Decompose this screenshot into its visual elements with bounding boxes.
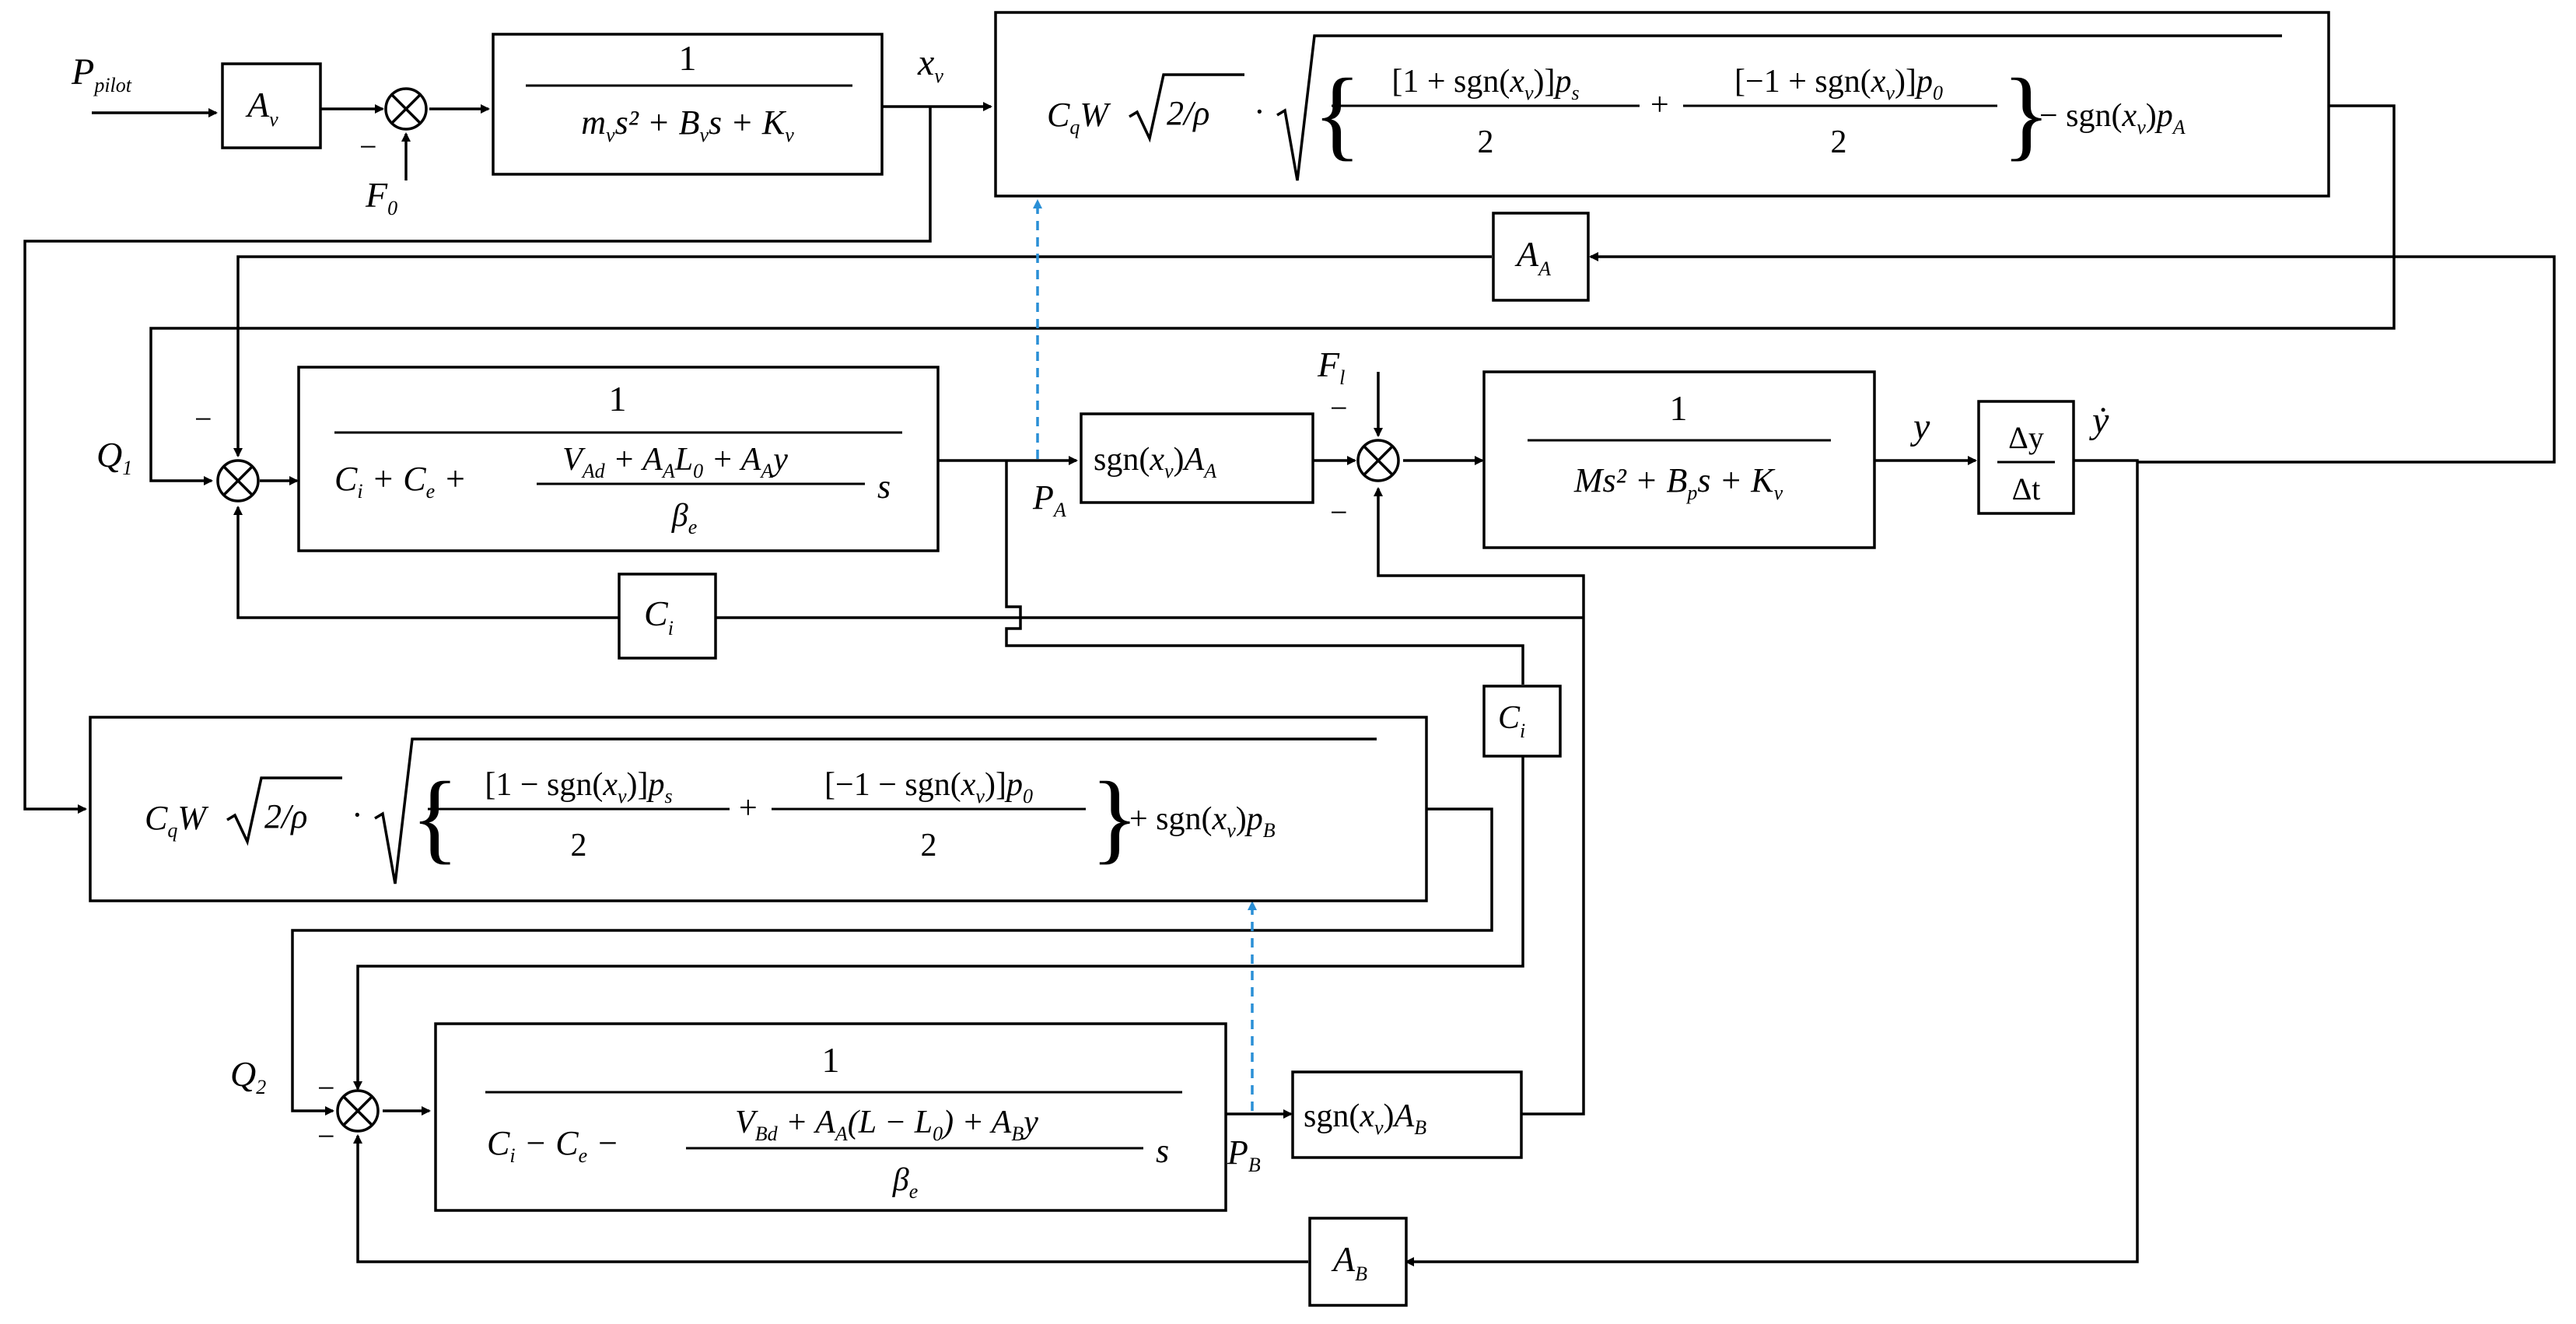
label-q1: Q1 [96, 435, 132, 479]
label-pb: PB [1227, 1133, 1261, 1176]
block-flow-a: CqW 2/ρ · { [1 + sgn(xv)]ps 2 + [−1 + sg… [994, 11, 2330, 198]
flow-a-lbrace: { [1313, 58, 1361, 170]
wire-forceb-to-sum3 [1374, 487, 1585, 1116]
flow-b-sqrt-arg: 2/ρ [264, 797, 307, 835]
sign-minus-sum2: − [194, 401, 212, 436]
chamber-a-s: s [877, 468, 891, 506]
dashed-links [1033, 199, 1257, 1111]
flow-b-num1: [1 − sgn(xv)]ps [485, 767, 672, 807]
flow-b-den2: 2 [921, 828, 937, 863]
label-xv: xv [917, 42, 943, 87]
label-y: y [1909, 406, 1930, 447]
flow-b-tail: + sgn(xv)pB [1129, 801, 1276, 842]
flow-b-lbrace: { [411, 762, 459, 874]
block-ci-top: Ci [618, 573, 717, 660]
wire-pa-to-ci-right [1005, 461, 1524, 685]
block-flow-b: CqW 2/ρ · { [1 − sgn(xv)]ps 2 + [−1 − sg… [89, 716, 1428, 902]
chamber-a-numerator: 1 [609, 379, 627, 419]
block-chamber-b: 1 Ci − Ce − VBd + AA(L − L0) + ABy βe s [434, 1022, 1227, 1212]
summing-junction-2 [216, 459, 260, 503]
flow-b-rbrace: } [1090, 762, 1139, 874]
sign-minus-sum4-bottom: − [317, 1119, 335, 1154]
block-valve-tf: 1 mvs² + Bvs + Kv [492, 33, 884, 176]
flow-a-num1: [1 + sgn(xv)]ps [1391, 64, 1579, 104]
sign-minus-forceb: − [1330, 495, 1348, 530]
svg-text:Av: Av [245, 85, 278, 131]
flow-a-rbrace: } [2002, 58, 2050, 170]
chamber-b-denominator-left: Ci − Ce − [487, 1124, 619, 1167]
block-aa: AA [1492, 212, 1590, 302]
block-diff: Δy Δt [1977, 400, 2075, 515]
wire-ci-top-to-sum2 [233, 506, 618, 619]
flow-b-den1: 2 [571, 828, 587, 863]
flow-a-den2: 2 [1831, 124, 1847, 160]
wire-xv-to-flowb [23, 107, 932, 814]
force-a-label: sgn(xv)AA [1094, 442, 1216, 482]
flow-a-dot: · [1254, 93, 1265, 131]
mech-tf-numerator: 1 [1670, 388, 1688, 428]
chamber-b-numerator: 1 [822, 1040, 840, 1080]
label-pa: PA [1032, 478, 1066, 521]
flow-a-num2: [−1 + sgn(xv)]p0 [1734, 64, 1943, 104]
summing-junction-1 [384, 87, 428, 131]
block-av: Av [221, 62, 322, 149]
valve-tf-numerator: 1 [679, 38, 697, 78]
mech-tf-denominator: Ms² + Bps + Kv [1573, 461, 1783, 504]
block-mech-tf: 1 Ms² + Bps + Kv [1482, 370, 1876, 549]
valve-tf-denominator: mvs² + Bvs + Kv [581, 103, 794, 146]
summing-junctions [216, 87, 1400, 1133]
wire-ydot-to-aa [1589, 252, 2556, 464]
summing-junction-3 [1356, 439, 1400, 482]
svg-text:AA: AA [1514, 234, 1551, 280]
block-chamber-a: 1 Ci + Ce + VAd + AAL0 + AAy βe s [297, 366, 940, 552]
label-q2: Q2 [230, 1054, 266, 1098]
block-force-a: sgn(xv)AA [1080, 412, 1314, 504]
wire-ab-to-sum4 [353, 1134, 1308, 1263]
svg-text:Ci: Ci [1498, 700, 1525, 742]
sign-minus-fl: − [1330, 391, 1348, 426]
diff-numerator: Δy [2008, 420, 2044, 455]
label-ydot: ẏ [2089, 400, 2109, 441]
diff-denominator: Δt [2012, 471, 2041, 506]
wire-q1-to-sum2 [149, 104, 2396, 485]
flow-a-den1: 2 [1478, 124, 1494, 160]
flow-b-num2: [−1 − sgn(xv)]p0 [824, 767, 1033, 807]
chamber-a-denominator-left: Ci + Ce + [334, 460, 467, 503]
block-ci-right: Ci [1482, 685, 1562, 758]
flow-a-sqrt-arg: 2/ρ [1167, 94, 1209, 132]
sign-minus-sum4-top: − [317, 1070, 335, 1105]
block-force-b: sgn(xv)AB [1291, 1070, 1523, 1159]
chamber-a-inner-num: VAd + AAL0 + AAy [562, 442, 788, 482]
wire-ci-right-to-sum4 [353, 756, 1524, 1091]
force-b-label: sgn(xv)AB [1304, 1098, 1426, 1139]
wire-aa-to-sum2 [233, 255, 1492, 457]
svg-text:AB: AB [1331, 1239, 1367, 1285]
summing-junction-4 [336, 1089, 380, 1133]
flow-a-tail: − sgn(xv)pA [2039, 98, 2186, 138]
signal-labels: Ppilot − F0 xv Q1 − PA Fl − − y ẏ Q2 − −… [71, 42, 2109, 1176]
wires [23, 102, 2556, 1266]
chamber-b-inner-num: VBd + AA(L − L0) + ABy [735, 1105, 1038, 1145]
wire-q2-to-sum4 [291, 807, 1493, 1116]
svg-text:Ci: Ci [644, 594, 674, 639]
wire-ydot-to-ab [1405, 459, 2139, 1266]
label-fl: Fl [1317, 345, 1345, 389]
block-ab: AB [1308, 1217, 1408, 1307]
label-f0: F0 [365, 175, 397, 219]
label-p-pilot: Ppilot [71, 51, 132, 96]
flow-a-plus: + [1650, 87, 1669, 123]
flow-b-plus: + [739, 790, 758, 826]
chamber-b-s: s [1156, 1132, 1169, 1170]
sign-minus-f0: − [359, 129, 377, 164]
flow-a-coeff: CqW [1047, 96, 1111, 138]
flow-b-dot: · [352, 796, 363, 834]
